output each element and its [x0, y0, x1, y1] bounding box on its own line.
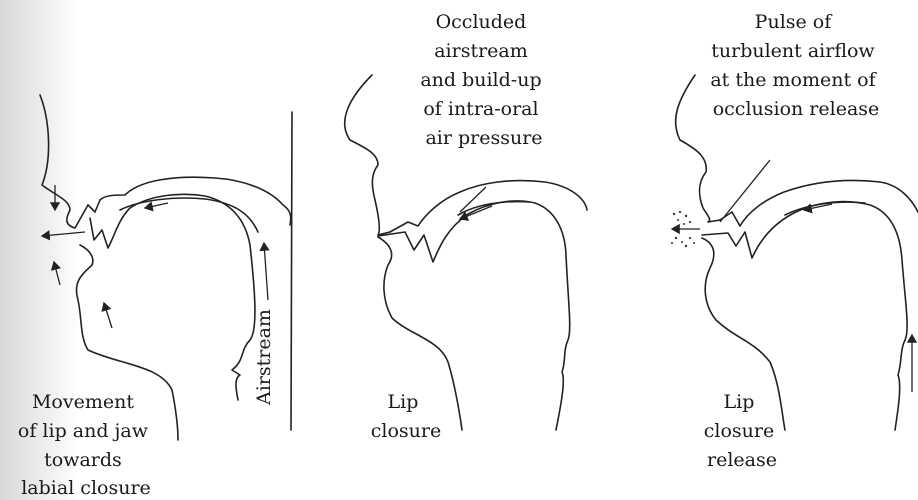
panel-1-caption-line: Movement	[32, 391, 134, 413]
panel-3-annotation: Pulse of turbulent airflow at the moment…	[710, 11, 881, 120]
panel-3-caption: Lip closure release	[704, 391, 781, 471]
panel-1-caption-line: towards	[44, 449, 122, 471]
panel-1-pharynx-wall	[291, 112, 292, 430]
panel-1-airstream-label: Airstream	[253, 309, 275, 406]
panel-1-airflow-arrow	[145, 203, 168, 208]
panel-2-caption-line: Lip	[388, 391, 419, 413]
panel-3-caption-line: closure	[704, 420, 774, 442]
panel-3-lip-release: Pulse of turbulent airflow at the moment…	[671, 11, 918, 471]
panel-3-annotation-leader	[720, 160, 770, 222]
panel-3-annotation-line: occlusion release	[713, 98, 880, 120]
panel-1-face-profile	[40, 95, 88, 228]
panel-2-annotation-line: airstream	[434, 40, 528, 62]
panel-3-caption-line: release	[707, 449, 777, 471]
panel-2-annotation: Occluded airstream and build-up of intra…	[420, 11, 547, 149]
panel-2-lip-closure: Occluded airstream and build-up of intra…	[345, 11, 587, 442]
panel-1-lip-up-arrow	[54, 262, 60, 285]
panel-2-annotation-line: Occluded	[436, 11, 527, 33]
panel-1-caption-line: labial closure	[21, 477, 151, 499]
panel-3-caption-line: Lip	[724, 391, 755, 413]
panel-2-palate	[390, 181, 587, 232]
panel-1-caption: Movement of lip and jaw towards labial c…	[18, 391, 154, 499]
panel-1-caption-line: of lip and jaw	[18, 420, 149, 442]
panel-1-outflow-arrow	[42, 232, 85, 236]
panel-3-palate	[720, 180, 918, 226]
panel-3-annotation-line: Pulse of	[755, 11, 834, 33]
panel-1-palate	[88, 177, 291, 225]
panel-1-airstream-arrow	[264, 243, 268, 300]
panel-2-annotation-line: and build-up	[420, 69, 541, 91]
panel-1-jaw-arrow	[104, 303, 112, 328]
panel-2-face-profile	[345, 75, 390, 235]
panel-1-lip-movement: Airstream Movement of lip and jaw toward…	[18, 95, 292, 499]
panel-2-annotation-line: air pressure	[425, 127, 542, 149]
panel-2-annotation-line: of intra-oral	[423, 98, 538, 120]
panel-1-tongue	[90, 194, 255, 400]
panel-3-annotation-line: turbulent airflow	[711, 40, 875, 62]
panel-2-caption-line: closure	[371, 420, 441, 442]
panel-3-airflow-channel	[785, 202, 865, 215]
panel-2-caption: Lip closure	[371, 391, 441, 442]
panel-3-annotation-line: at the moment of	[710, 69, 877, 91]
